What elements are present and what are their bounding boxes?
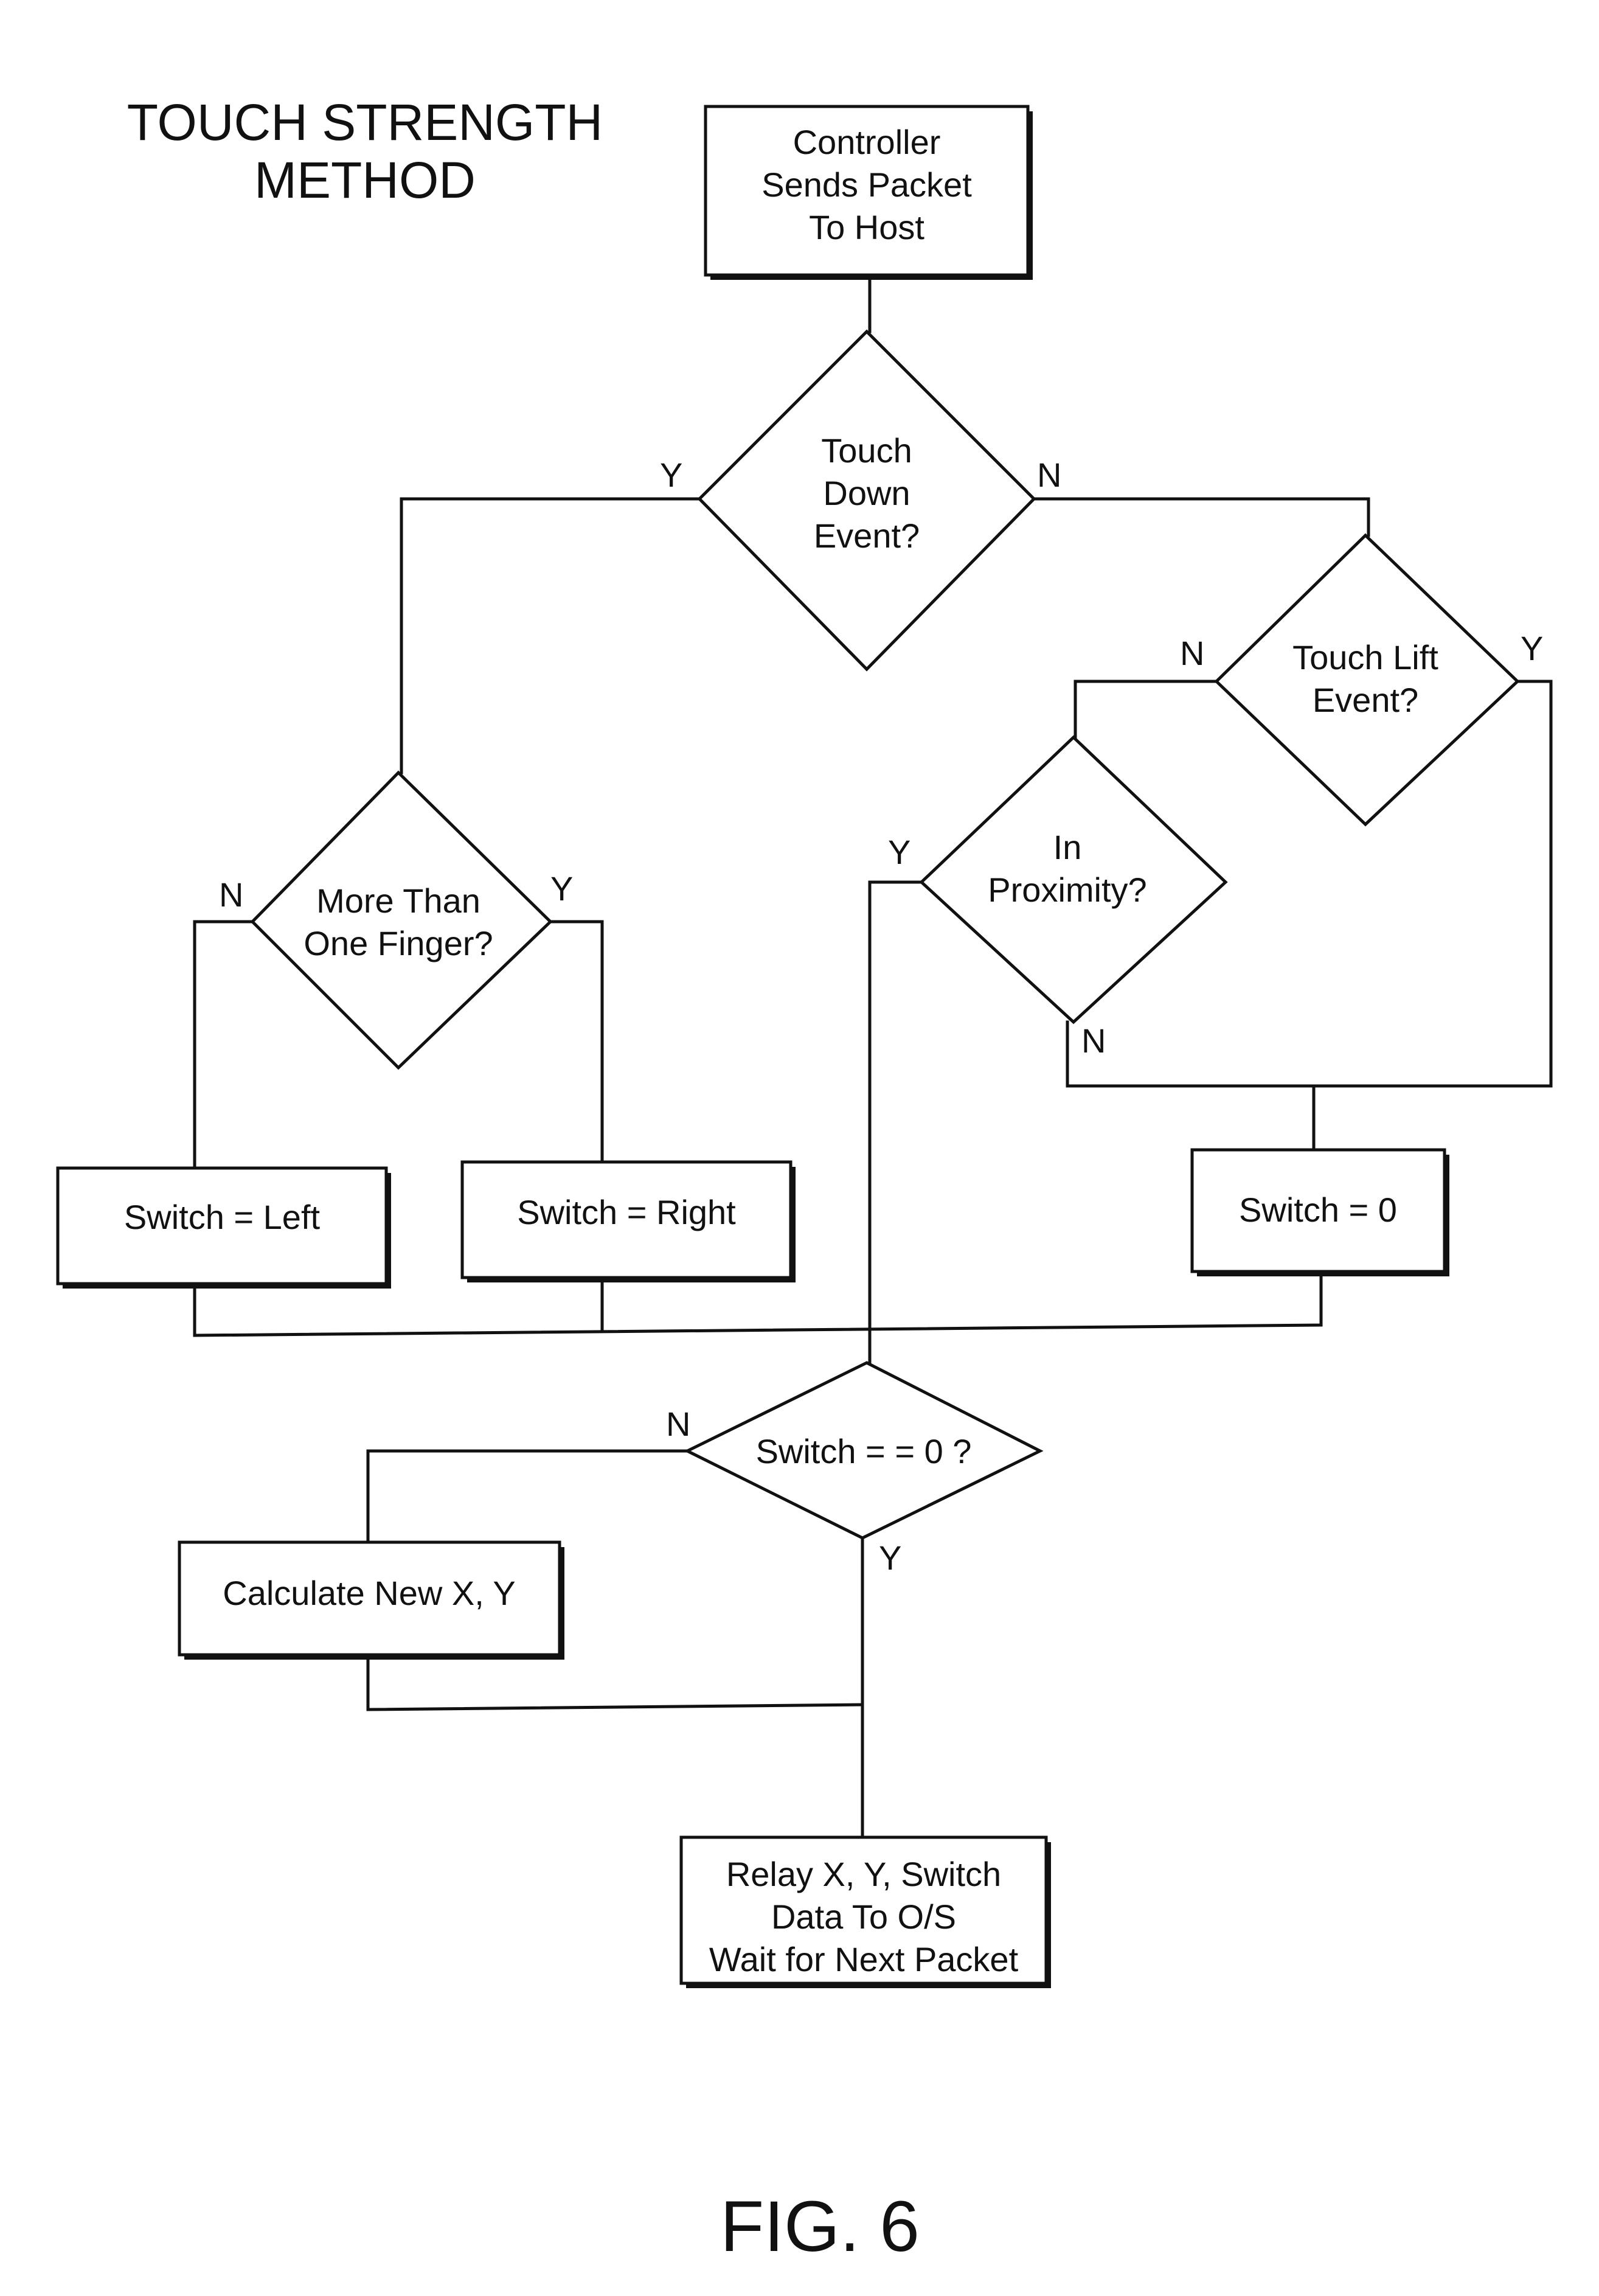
connector-proximity-yes (868, 880, 923, 1365)
connector-zero-to-merge (193, 1270, 1323, 1337)
label-finger-yes: Y (550, 869, 573, 908)
label-in-proximity-no: N (1081, 1021, 1106, 1060)
touch-down-line-2: Down (823, 474, 910, 512)
switch-zero-text: Switch = 0 (1239, 1191, 1397, 1229)
diagram-title: TOUCH STRENGTH METHOD (127, 94, 603, 209)
connector-touch-down-no (1032, 497, 1370, 537)
in-proximity-line-1: In (1053, 828, 1082, 866)
switch-left-text: Switch = Left (124, 1198, 321, 1236)
relay-line-3: Wait for Next Packet (709, 1940, 1019, 1978)
box-calculate-new-xy: Calculate New X, Y (178, 1540, 564, 1660)
connector-touch-down-yes (400, 497, 701, 774)
connector-touch-lift-yes (1066, 680, 1553, 1088)
label-in-proximity-yes: Y (888, 833, 910, 871)
controller-line-1: Controller (793, 123, 941, 161)
title-line-2: METHOD (254, 151, 476, 209)
touch-lift-line-1: Touch Lift (1292, 638, 1438, 677)
title-line-1: TOUCH STRENGTH (127, 94, 603, 151)
controller-line-2: Sends Packet (761, 165, 972, 204)
connector-calc-to-relay (366, 1653, 864, 1711)
connector-finger-yes (549, 920, 604, 1164)
connector-touch-lift-no (1074, 680, 1218, 739)
decision-touch-down: Touch Down Event? (697, 329, 1036, 672)
label-switch-check-no: N (666, 1405, 690, 1443)
decision-switch-equals-zero: Switch = = 0 ? (684, 1361, 1044, 1540)
connector-switch-check-no (366, 1449, 689, 1544)
finger-line-2: One Finger? (303, 924, 493, 962)
decision-in-proximity: In Proximity? (919, 735, 1228, 1025)
figure-label: FIG. 6 (720, 2186, 920, 2267)
label-switch-check-yes: Y (879, 1539, 901, 1577)
finger-line-1: More Than (316, 882, 480, 920)
controller-line-3: To Host (809, 208, 924, 246)
touch-down-line-3: Event? (814, 517, 920, 555)
label-touch-lift-yes: Y (1521, 629, 1543, 667)
in-proximity-line-2: Proximity? (988, 871, 1146, 909)
relay-line-2: Data To O/S (771, 1898, 956, 1936)
branch-labels: Y N N Y Y N N Y N Y (219, 456, 1543, 1577)
box-switch-left: Switch = Left (56, 1166, 391, 1289)
switch-check-text: Switch = = 0 ? (756, 1432, 972, 1470)
label-touch-lift-no: N (1180, 634, 1204, 672)
box-controller-sends-packet: Controller Sends Packet To Host (704, 105, 1033, 280)
label-finger-no: N (219, 875, 243, 914)
connector-finger-no (193, 920, 254, 1170)
touch-down-line-1: Touch (821, 431, 912, 470)
box-switch-right: Switch = Right (460, 1160, 796, 1282)
label-touch-down-yes: Y (660, 456, 682, 494)
calculate-text: Calculate New X, Y (223, 1574, 515, 1612)
relay-line-1: Relay X, Y, Switch (726, 1855, 1001, 1893)
decision-touch-lift: Touch Lift Event? (1214, 533, 1520, 827)
connectors (193, 275, 1553, 1839)
switch-right-text: Switch = Right (517, 1193, 736, 1231)
decision-more-than-one-finger: More Than One Finger? (250, 770, 553, 1070)
touch-lift-line-2: Event? (1313, 681, 1418, 719)
box-switch-zero: Switch = 0 (1190, 1148, 1449, 1276)
label-touch-down-no: N (1037, 456, 1061, 494)
box-relay-data: Relay X, Y, Switch Data To O/S Wait for … (679, 1835, 1051, 1988)
